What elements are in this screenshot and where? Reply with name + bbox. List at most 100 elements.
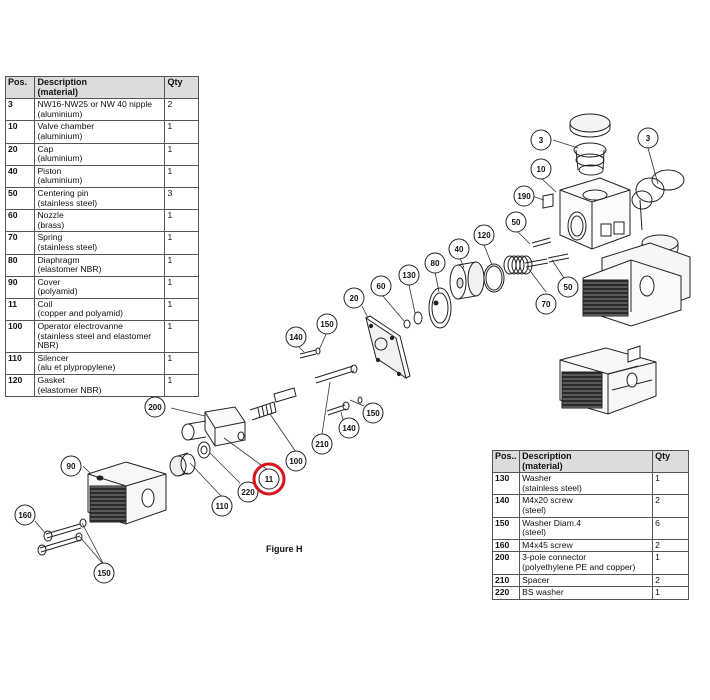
assembled-valve-bottom [559, 345, 657, 415]
callout-bubble [637, 127, 659, 149]
callout-130: 130 [398, 264, 420, 286]
part-100-operator [249, 387, 297, 421]
header-desc-main: Description [522, 451, 572, 461]
callout-label: 140 [342, 424, 356, 433]
header-pos: Pos. [4, 75, 36, 100]
part-200-connector [181, 406, 246, 447]
leader-lines [34, 139, 659, 566]
callout-10: 10 [530, 158, 552, 180]
callout-70: 70 [535, 293, 557, 315]
callout-label: 3 [539, 136, 544, 145]
cell-desc-main: Nozzle [37, 210, 64, 221]
cell-material: (stainless steel) [522, 482, 582, 493]
callout-bubble [473, 224, 495, 246]
cell-material: (stainless steel) [37, 241, 98, 252]
cell-material: (alu et plypropylene) [37, 362, 116, 373]
cell-desc-main: NW16-NW25 or NW 40 nipple [37, 99, 153, 110]
callout-label: 80 [431, 259, 440, 268]
cell-desc-main: Cover [37, 276, 61, 287]
callout-bubble [343, 287, 365, 309]
callout-bubble [513, 185, 535, 207]
cell-material: (brass) [37, 219, 65, 230]
pins-and-spring [503, 237, 570, 275]
callout-label: 10 [537, 165, 546, 174]
callout-220: 220 [237, 481, 259, 503]
screws-and-spacers [299, 347, 363, 416]
cell-desc-main: Piston [37, 165, 62, 176]
callout-210: 210 [311, 433, 333, 455]
header-description: Description(material) [519, 449, 654, 474]
callout-3b: 3 [637, 127, 659, 149]
cell-desc-main: Operator electrovanne [37, 321, 123, 332]
callout-bubble [237, 481, 259, 503]
header-qty: Qty [164, 75, 199, 100]
callout-label: 50 [512, 218, 521, 227]
cell-material: (copper and polyamid) [37, 308, 123, 319]
cell-desc-main: Gasket [37, 375, 65, 386]
callout-label: 150 [320, 320, 334, 329]
callout-label: 110 [216, 502, 229, 511]
callout-label: 90 [67, 462, 76, 471]
callout-90: 90 [60, 455, 82, 477]
callout-100: 100 [285, 450, 307, 472]
cell-qty: 1 [164, 374, 199, 398]
callout-150b: 150 [362, 402, 384, 424]
cell-pos: 220 [491, 586, 521, 600]
cell-desc-main: Cap [37, 143, 54, 154]
highlight-circle-item-11 [252, 462, 286, 496]
callout-80: 80 [424, 252, 446, 274]
cell-material: (aluminium) [37, 130, 83, 141]
cell-material: (steel) [522, 527, 547, 538]
cell-desc-main: Diaphragm [37, 254, 80, 265]
callout-bubble [285, 450, 307, 472]
callout-label: 150 [97, 569, 111, 578]
callout-label: 20 [350, 294, 359, 303]
cell-desc-main: Spring [37, 232, 63, 243]
cell-qty: 1 [164, 297, 199, 322]
cell-pos: 11 [4, 297, 36, 322]
callout-label: 60 [377, 282, 386, 291]
cell-desc-main: Washer [522, 473, 552, 484]
cell-desc-main: Washer Diam.4 [522, 517, 582, 528]
cell-material: (stainless steel and elastomer NBR) [37, 330, 152, 351]
callout-label: 120 [477, 231, 491, 240]
callout-bubble [505, 211, 527, 233]
callout-label: 100 [289, 457, 303, 466]
part-90-cover [87, 461, 167, 525]
cell-material: (stainless steel) [37, 197, 98, 208]
cell-description: Nozzle(brass) [34, 209, 166, 233]
cell-desc-main: Silencer [37, 352, 69, 363]
cell-material: (polyamid) [37, 286, 78, 297]
header-desc-main: Description [37, 77, 87, 87]
header-pos: Pos.. [491, 449, 521, 474]
callout-200: 200 [144, 396, 166, 418]
header-description: Description(material) [34, 75, 166, 100]
cell-material: (elastomer NBR) [37, 264, 102, 275]
callout-bubble [557, 276, 579, 298]
callout-160: 160 [14, 504, 36, 526]
callout-20: 20 [343, 287, 365, 309]
callout-bubble [530, 158, 552, 180]
callout-bubble [398, 264, 420, 286]
gasket-piston-diaphragm [403, 261, 505, 329]
cell-description: NW16-NW25 or NW 40 nipple(aluminium) [34, 98, 166, 122]
cell-desc-main: Valve chamber [37, 121, 95, 132]
cell-description: Operator electrovanne(stainless steel an… [34, 320, 166, 353]
cell-qty: 6 [652, 516, 689, 540]
callout-bubble [311, 433, 333, 455]
header-desc-sub: (material) [37, 86, 78, 97]
parts-table-1-header: Pos. Description(material) Qty [4, 75, 199, 100]
cell-qty: 1 [652, 586, 689, 600]
callout-bubble [14, 504, 36, 526]
callout-bubble [93, 562, 115, 584]
